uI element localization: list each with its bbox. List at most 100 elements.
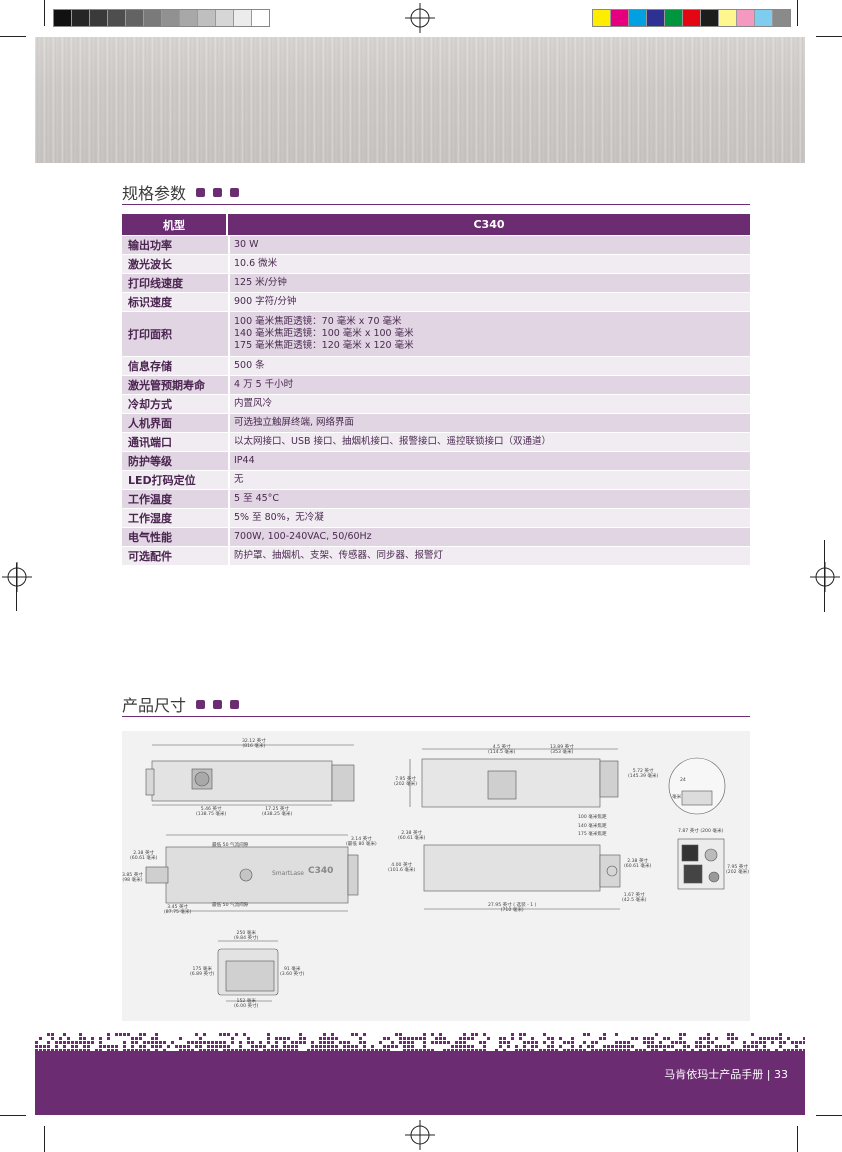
registration-mark-bottom — [405, 1120, 435, 1150]
dimension-drawings: 32.12 英寸(816 毫米) 5.46 英寸(138.75 毫米) 17.2… — [122, 731, 750, 1021]
air-gap-bottom: 最低 50 气流间隙 — [212, 903, 249, 908]
dim-end-h: 7.95 英寸(202 毫米) — [726, 865, 750, 875]
dim-base-len: 27.95 英寸 ( 选装 - 1 )(710 毫米) — [488, 903, 537, 913]
spec-value: 30 W — [230, 236, 750, 254]
spec-value-line: 可选独立触屏终端, 网络界面 — [234, 417, 355, 428]
spec-value-line: 125 米/分钟 — [234, 277, 287, 288]
color-swatch — [701, 10, 719, 26]
spec-label: 输出功率 — [122, 236, 230, 254]
grayscale-swatch — [108, 10, 126, 26]
specs-title-text: 规格参数 — [122, 184, 187, 203]
color-swatch — [683, 10, 701, 26]
crop-mark-br-h — [816, 1115, 842, 1116]
dim-top-length: 32.12 英寸(816 毫米) — [242, 739, 266, 749]
spec-label: 人机界面 — [122, 414, 230, 432]
grayscale-swatch — [72, 10, 90, 26]
dim-plan-l2: 3.85 英寸(98 毫米) — [122, 873, 143, 883]
spec-value-line: IP44 — [234, 455, 255, 466]
crop-mark-bl-h — [0, 1115, 26, 1116]
dim-side-r: 5.72 英寸(145.39 毫米) — [628, 769, 659, 779]
spec-row: 冷却方式内置风冷 — [122, 394, 750, 413]
spec-value-line: 4 万 5 千小时 — [234, 379, 294, 390]
dim-plan-b: 3.45 英寸(87.75 毫米) — [164, 905, 192, 915]
color-swatch — [647, 10, 665, 26]
spec-label: 通讯端口 — [122, 433, 230, 451]
air-gap-top: 最低 50 气流间隙 — [212, 843, 249, 848]
spec-value: 500 条 — [230, 357, 750, 375]
spec-value-line: 100 毫米焦距透镜：70 毫米 x 70 毫米 — [234, 316, 402, 327]
smartlase-brand: SmartLase — [272, 870, 304, 877]
color-swatch — [737, 10, 755, 26]
spec-value: 无 — [230, 471, 750, 489]
dimensions-title-text: 产品尺寸 — [122, 696, 187, 715]
grayscale-swatch — [252, 10, 269, 26]
spec-label: LED打码定位 — [122, 471, 230, 489]
base-plan-view — [423, 844, 621, 910]
dim-d1: 5.46 英寸(138.75 毫米) — [196, 807, 227, 817]
dim-hmi-b: 152 毫米(6.00 英寸) — [234, 999, 259, 1009]
spec-value: 可选独立触屏终端, 网络界面 — [230, 414, 750, 432]
spec-row: 激光管预期寿命 4 万 5 千小时 — [122, 375, 750, 394]
crop-mark-br-v — [797, 1126, 798, 1152]
color-swatch — [629, 10, 647, 26]
dim-base-l: 4.00 英寸(101.6 毫米) — [388, 863, 416, 873]
grayscale-swatch — [180, 10, 198, 26]
spec-value-line: 10.6 微米 — [234, 258, 278, 269]
lens-140-label: 140 毫米焦距 — [578, 824, 607, 829]
grayscale-swatch — [126, 10, 144, 26]
spec-value: 5 至 45°C — [230, 490, 750, 508]
dimensions-section-title: 产品尺寸 — [122, 692, 240, 716]
dim-side-h: 7.95 英寸(202 毫米) — [394, 777, 418, 787]
lens-100-label: 100 毫米焦距 — [578, 815, 607, 820]
specs-section-title: 规格参数 — [122, 180, 240, 204]
spec-table-header: 机型 C340 — [122, 214, 750, 235]
hmi-view — [217, 940, 279, 1002]
dim-side-b: 13.89 英寸(353 毫米) — [550, 745, 574, 755]
spec-value: 以太网接口、USB 接口、抽烟机接口、报警接口、遥控联锁接口（双通道） — [230, 433, 750, 451]
spec-value-line: 175 毫米焦距透镜：120 毫米 x 120 毫米 — [234, 340, 414, 351]
side-view-left — [145, 744, 355, 806]
color-swatch — [593, 10, 611, 26]
spec-value: 内置风冷 — [230, 395, 750, 413]
spec-value-line: 140 毫米焦距透镜：100 毫米 x 100 毫米 — [234, 328, 414, 339]
spec-label: 可选配件 — [122, 547, 230, 565]
spec-value-line: 700W, 100-240VAC, 50/60Hz — [234, 531, 372, 542]
dimension-drawing-svg — [145, 744, 726, 1002]
grayscale-swatch — [90, 10, 108, 26]
spec-row: 可选配件防护罩、抽烟机、支架、传感器、同步器、报警灯 — [122, 546, 750, 565]
spec-label: 打印面积 — [122, 312, 230, 356]
header-banner — [35, 37, 805, 163]
pixel-pattern-band — [35, 1033, 805, 1051]
spec-header-label: 机型 — [122, 214, 228, 235]
spec-label: 信息存储 — [122, 357, 230, 375]
plan-view — [145, 834, 359, 912]
small-mm-label: 毫米 — [672, 795, 682, 800]
registration-mark-left — [2, 562, 32, 592]
spec-value-line: 500 条 — [234, 360, 265, 371]
spec-value-line: 以太网接口、USB 接口、抽烟机接口、报警接口、遥控联锁接口（双通道） — [234, 436, 552, 447]
dim-plan-r: 3.14 英寸(最低 80 毫米) — [346, 837, 377, 847]
dim-end-w: 7.87 英寸 (200 毫米) — [678, 829, 724, 834]
spec-label: 工作温度 — [122, 490, 230, 508]
dim-hmi-h: 175 毫米(6.89 英寸) — [190, 967, 215, 977]
spec-row: 通讯端口以太网接口、USB 接口、抽烟机接口、报警接口、遥控联锁接口（双通道） — [122, 432, 750, 451]
spec-row: 人机界面可选独立触屏终端, 网络界面 — [122, 413, 750, 432]
c340-badge: C340 — [308, 866, 334, 876]
spec-value: 125 米/分钟 — [230, 274, 750, 292]
spec-value-line: 30 W — [234, 239, 259, 250]
dimensions-title-rule — [122, 716, 750, 717]
spec-value-line: 5% 至 80%，无冷凝 — [234, 512, 324, 523]
spec-label: 激光管预期寿命 — [122, 376, 230, 394]
color-swatch — [611, 10, 629, 26]
spec-value: IP44 — [230, 452, 750, 470]
spec-label: 工作湿度 — [122, 509, 230, 527]
spec-value: 防护罩、抽烟机、支架、传感器、同步器、报警灯 — [230, 547, 750, 565]
dim-base-rb: 1.67 英寸(42.5 毫米) — [622, 893, 647, 903]
